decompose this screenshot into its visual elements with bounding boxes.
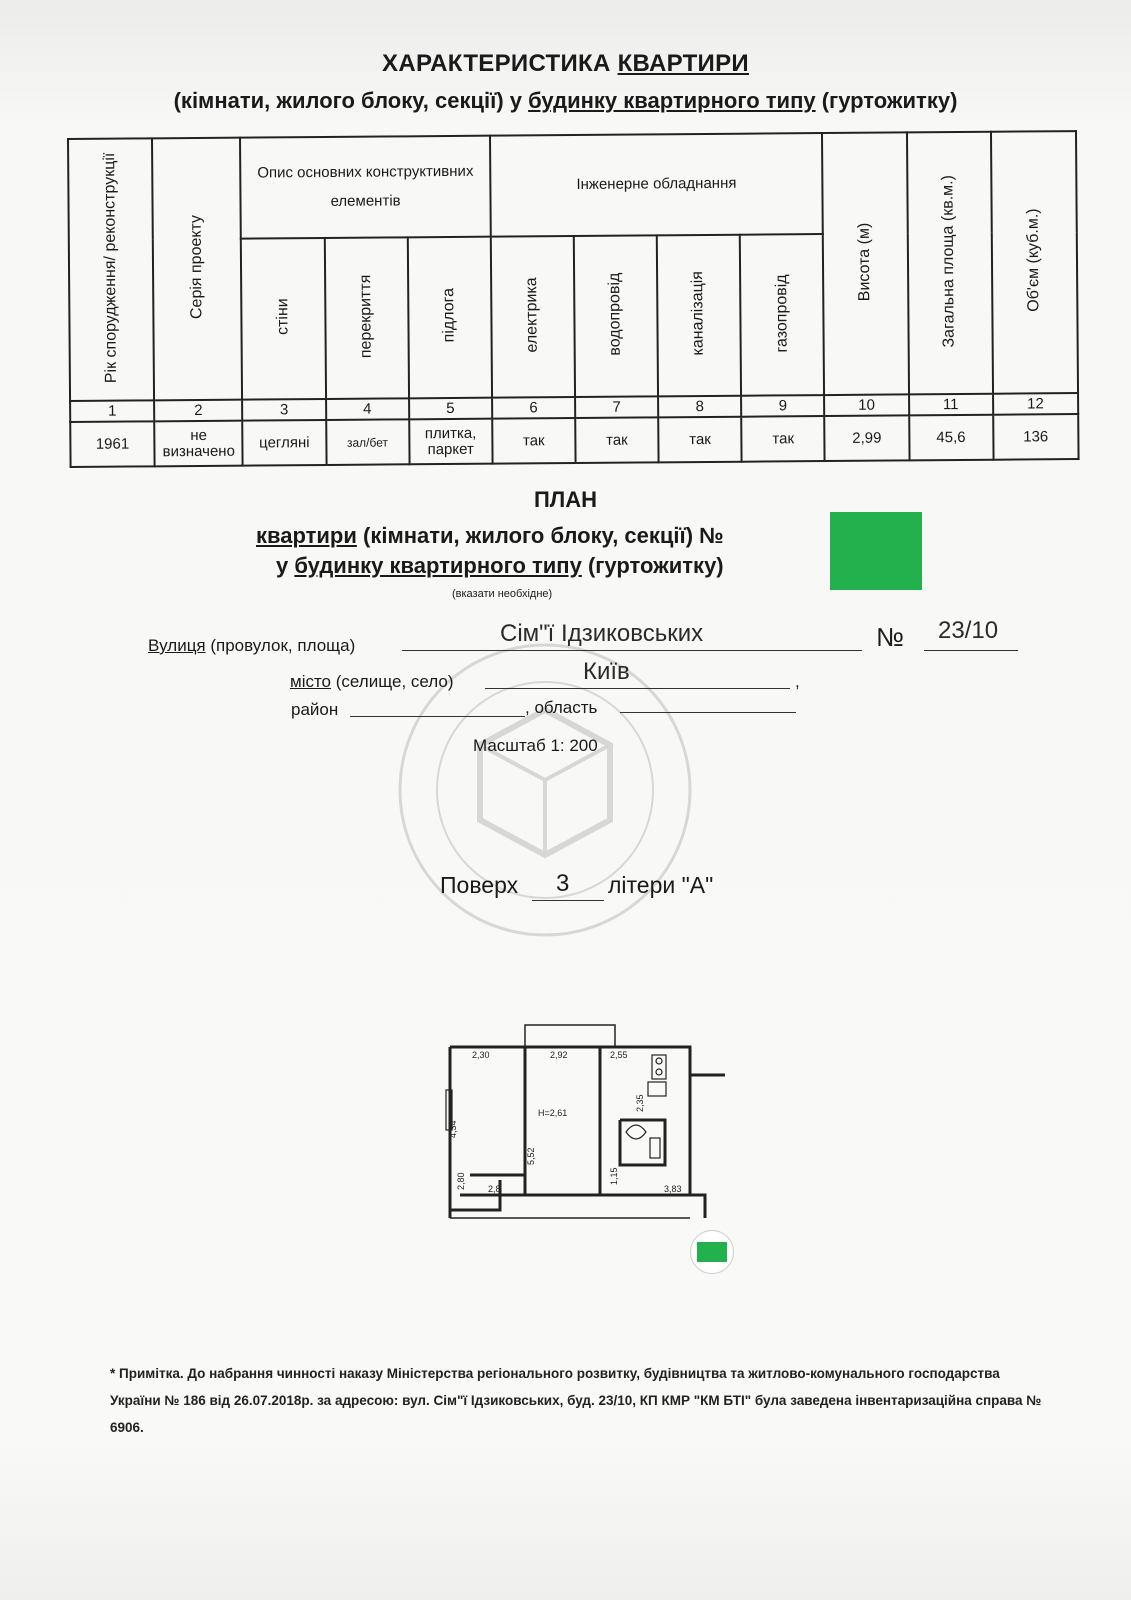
district-label: район	[291, 700, 339, 719]
dim-4-34: 4,34	[448, 1120, 458, 1138]
city-comma: ,	[795, 672, 800, 691]
plan-line1-underlined: квартири	[256, 523, 357, 548]
city-line	[485, 688, 790, 689]
value-sewer: так	[658, 416, 742, 463]
header-year: Рік спорудження/ реконструкції	[68, 138, 155, 401]
header-ceiling: перекриття	[324, 237, 409, 399]
entrance-marker	[690, 1230, 734, 1274]
header-volume: Об'єм (куб.м.)	[990, 131, 1079, 394]
plan-title: ПЛАН	[533, 487, 598, 512]
subtitle-part1: (кімнати, жилого блоку, секції) у	[173, 88, 529, 113]
value-area: 45,6	[908, 414, 994, 461]
dim-2-80: 2,80	[456, 1172, 466, 1190]
dim-2-55: 2,55	[610, 1050, 628, 1060]
col-num: 7	[574, 396, 659, 419]
header-area: Загальна площа (кв.м.)	[906, 131, 993, 395]
street-label: Вулиця (провулок, площа)	[148, 636, 355, 656]
header-electricity: електрика	[490, 236, 575, 398]
value-gas: так	[741, 416, 825, 462]
house-number-value: 23/10	[938, 617, 999, 644]
footnote: * Примітка. До набрання чинності наказу …	[110, 1366, 1042, 1435]
dim-2-92: 2,92	[550, 1050, 568, 1060]
dim-3-83: 3,83	[664, 1184, 682, 1194]
header-height: Висота (м)	[822, 132, 909, 395]
dim-2-35: 2,35	[635, 1094, 645, 1112]
region-line	[620, 712, 796, 713]
header-sewer: каналізація	[656, 235, 742, 397]
value-walls: цеглянi	[242, 420, 327, 466]
apartment-floor-plan: 2,30 2,92 2,55 4,34 5,52 2,35 1,15 2,80 …	[445, 1024, 725, 1219]
values-row: 1961 не визначено цеглянi зал/бет плитка…	[70, 414, 1079, 467]
street-label-underlined: Вулиця	[148, 636, 206, 655]
title-underlined: КВАРТИРИ	[617, 50, 749, 77]
col-num: 9	[741, 394, 825, 417]
plan-line2-prefix: у	[276, 553, 295, 578]
house-number-label: №	[876, 622, 904, 652]
title-prefix: ХАРАКТЕРИСТИКА	[382, 50, 618, 77]
value-series: не визначено	[154, 420, 243, 467]
document-title: ХАРАКТЕРИСТИКА КВАРТИРИ	[0, 50, 1131, 78]
characteristics-table: Рік спорудження/ реконструкції Серія про…	[67, 130, 1080, 468]
col-num: 4	[325, 398, 409, 421]
city-label: місто (селище, село)	[290, 672, 454, 692]
street-value: Сім"ї Ідзиковських	[500, 620, 704, 647]
region-label: , область	[525, 698, 598, 717]
header-gas: газопровід	[740, 234, 825, 396]
plan-line1-rest: (кімнати, жилого блоку, секції) №	[356, 523, 724, 548]
plan-line1: квартири (кімнати, жилого блоку, секції)…	[256, 523, 724, 549]
header-floor: підлога	[407, 237, 492, 399]
col-num: 1	[70, 400, 155, 423]
city-label-underlined: місто	[290, 672, 332, 691]
subtitle-part2: (гуртожитку)	[815, 88, 958, 113]
col-num: 3	[242, 398, 326, 421]
value-water: так	[575, 417, 659, 464]
col-num: 11	[908, 393, 993, 416]
city-value: Київ	[583, 658, 630, 685]
header-water: водопровід	[573, 235, 659, 397]
header-series: Серія проекту	[152, 137, 243, 401]
plan-line2-underlined: будинку квартирного типу	[294, 553, 582, 578]
value-height: 2,99	[824, 415, 910, 462]
dim-5-52: 5,52	[526, 1147, 536, 1165]
value-year: 1961	[70, 421, 155, 467]
value-electricity: так	[492, 418, 576, 464]
plan-line2-rest: (гуртожитку)	[581, 553, 724, 578]
redacted-entrance-number	[697, 1242, 727, 1262]
street-line	[402, 650, 862, 651]
col-num: 5	[408, 397, 493, 420]
floor-value: 3	[556, 870, 570, 897]
city-label-rest: (селище, село)	[331, 672, 454, 691]
plan-hint: (вказати необхідне)	[452, 588, 553, 600]
subtitle-underlined: будинку квартирного типу	[528, 88, 816, 113]
floor-line	[532, 900, 604, 901]
header-engineering-group: Інженерне обладнання	[489, 133, 824, 238]
dim-2-30: 2,30	[472, 1050, 490, 1060]
floor-label: Поверх	[440, 872, 519, 898]
col-num: 10	[824, 394, 909, 417]
header-construct-group: Опис основних конструктивних елементів	[240, 135, 491, 240]
redacted-apartment-number	[830, 512, 922, 590]
dim-2-8: 2,8	[488, 1184, 501, 1194]
value-volume: 136	[992, 414, 1079, 460]
value-floor: плитка, паркет	[408, 418, 493, 465]
building-letter: літери "А"	[608, 872, 714, 898]
scale-label: Масштаб 1: 200	[473, 736, 598, 755]
col-num: 2	[154, 399, 243, 422]
agency-watermark-stamp	[398, 643, 692, 937]
col-num: 12	[992, 392, 1079, 415]
district-line	[350, 716, 525, 717]
header-walls: стіни	[241, 238, 326, 400]
plan-line2: у будинку квартирного типу (гуртожитку)	[276, 553, 724, 579]
street-label-rest: (провулок, площа)	[205, 636, 356, 655]
col-num: 6	[491, 396, 576, 419]
value-ceiling: зал/бет	[325, 419, 410, 465]
house-number-line	[924, 650, 1018, 651]
document-subtitle: (кімнати, жилого блоку, секції) у будинк…	[0, 88, 1131, 114]
col-num: 8	[658, 395, 742, 418]
dim-1-15: 1,15	[609, 1167, 619, 1185]
room-height: Н=2,61	[538, 1108, 567, 1118]
